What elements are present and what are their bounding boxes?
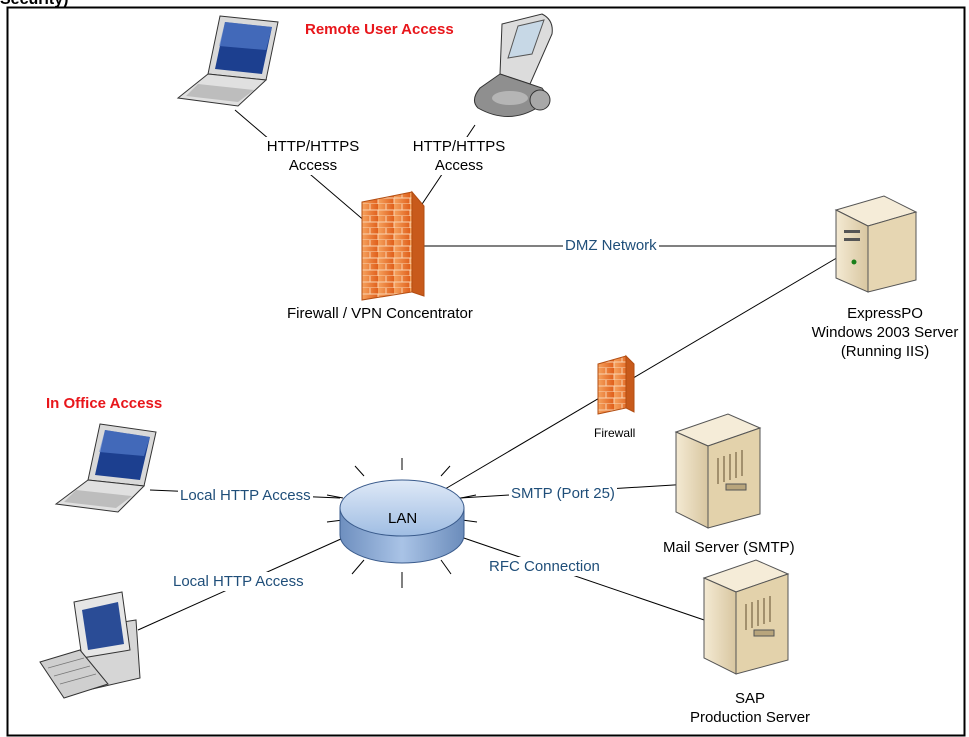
mail-server-label: Mail Server (SMTP) xyxy=(663,539,795,556)
remote-access-title: Remote User Access xyxy=(305,21,454,38)
remote-phone-link-line1: HTTP/HTTPS xyxy=(412,138,506,155)
office-laptop-icon xyxy=(54,423,157,513)
mobile-phone-icon xyxy=(474,13,553,117)
remote-laptop-link-line2: Access xyxy=(288,157,338,174)
office-desktop-link-label: Local HTTP Access xyxy=(171,572,306,591)
desktop-computer-icon xyxy=(39,591,141,699)
sap-line2: Production Server xyxy=(689,709,811,726)
sap-server-icon xyxy=(702,559,790,675)
expresspo-line2: Windows 2003 Server xyxy=(811,324,959,341)
lan-label: LAN xyxy=(388,510,418,527)
firewall-small-icon xyxy=(597,354,635,415)
expresspo-server-icon xyxy=(834,195,918,293)
remote-laptop-link-line1: HTTP/HTTPS xyxy=(266,138,360,155)
office-laptop-link-label: Local HTTP Access xyxy=(178,486,313,505)
remote-laptop-link-label: HTTP/HTTPS Access xyxy=(258,137,368,175)
diagram-frame xyxy=(6,6,966,737)
lan-hub-icon xyxy=(326,458,478,588)
laptop-icon xyxy=(176,15,279,107)
remote-phone-link-line2: Access xyxy=(434,157,484,174)
rfc-link-label: RFC Connection xyxy=(487,557,602,576)
firewall-vpn-label: Firewall / VPN Concentrator xyxy=(287,305,473,322)
firewall-vpn-icon xyxy=(361,190,425,301)
sap-server-label: SAP Production Server xyxy=(670,689,830,727)
dmz-network-label: DMZ Network xyxy=(563,236,659,255)
expresspo-line3: (Running IIS) xyxy=(840,343,930,360)
mail-server-icon xyxy=(674,413,762,529)
expresspo-line1: ExpressPO xyxy=(847,305,923,322)
expresspo-label: ExpressPO Windows 2003 Server (Running I… xyxy=(805,304,965,361)
smtp-link-label: SMTP (Port 25) xyxy=(509,484,617,503)
remote-phone-link-label: HTTP/HTTPS Access xyxy=(404,137,514,175)
in-office-title: In Office Access xyxy=(46,395,163,412)
sap-line1: SAP xyxy=(734,690,765,707)
header-fragment: Security) xyxy=(0,0,68,9)
firewall-small-label: Firewall xyxy=(594,426,636,440)
